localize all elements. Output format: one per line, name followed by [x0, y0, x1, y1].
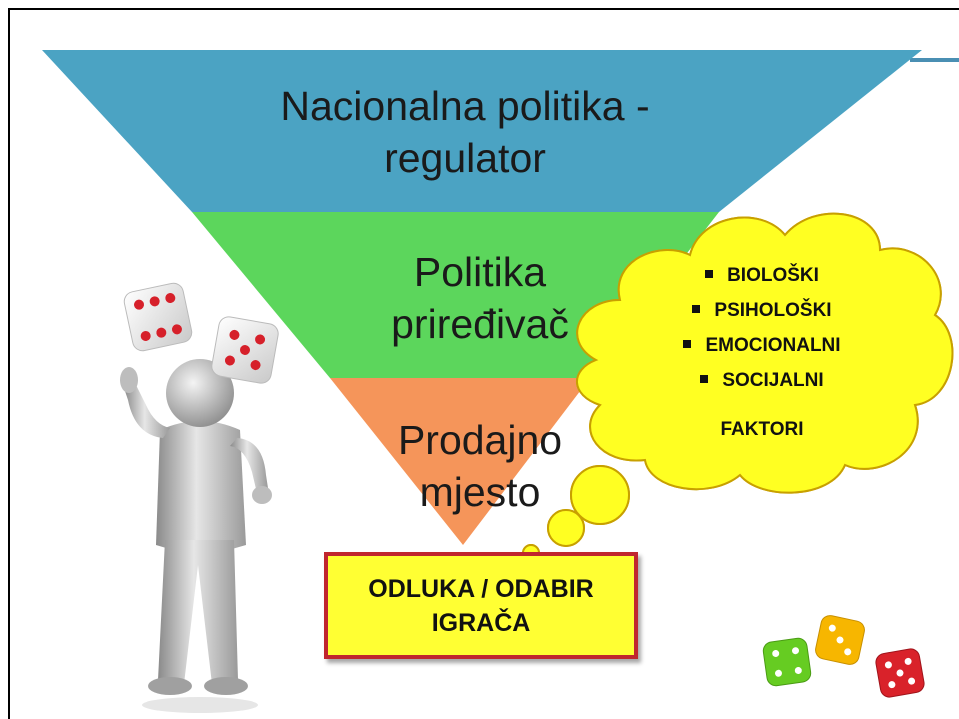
factor-item-label: PSIHOLOŠKI	[714, 300, 832, 321]
factor-item-label: BIOLOŠKI	[727, 265, 819, 286]
dice-red	[875, 648, 925, 698]
bullet-icon	[683, 339, 692, 348]
bullet-icon	[692, 304, 701, 313]
funnel-label-national-line1: Nacionalna politika -	[280, 83, 650, 129]
factor-item-continuation: FAKTORI	[720, 419, 804, 440]
factor-item: BIOLOŠKI	[612, 258, 912, 293]
funnel-label-sales-point: Prodajno mjesto	[330, 414, 630, 518]
factor-item: PSIHOLOŠKI	[612, 293, 912, 328]
header-rule	[910, 58, 959, 62]
decision-box: ODLUKA / ODABIR IGRAČA	[324, 552, 638, 659]
bullet-icon	[700, 374, 709, 383]
funnel-label-national: Nacionalna politika - regulator	[230, 80, 700, 184]
bullet-icon	[705, 269, 714, 278]
funnel-level-sales-point	[330, 378, 590, 545]
dice-green	[762, 637, 812, 687]
decision-line1: ODLUKA / ODABIR	[368, 574, 594, 603]
dice-white-1	[123, 282, 193, 352]
dice-yellow	[815, 615, 865, 665]
factor-item-label: EMOCIONALNI	[705, 335, 841, 356]
factor-item: EMOCIONALNI	[612, 328, 912, 363]
thinking-figure	[120, 359, 272, 713]
factor-list: BIOLOŠKI PSIHOLOŠKI EMOCIONALNI SOCIJALN…	[612, 258, 912, 398]
funnel-label-sales-point-line2: mjesto	[419, 469, 541, 515]
funnel-label-sales-point-line1: Prodajno	[397, 417, 563, 463]
funnel-label-organizer-line2: priređivač	[391, 301, 569, 347]
decision-line2: IGRAČA	[431, 608, 531, 637]
funnel-level-national	[42, 50, 922, 212]
dice-white-2	[211, 316, 279, 384]
funnel-label-national-line2: regulator	[384, 135, 546, 181]
funnel-label-organizer: Politika priređivač	[330, 246, 630, 350]
funnel-label-organizer-line1: Politika	[413, 249, 547, 295]
factor-item-label: SOCIJALNI	[722, 370, 824, 391]
factor-item: SOCIJALNI	[612, 363, 912, 398]
